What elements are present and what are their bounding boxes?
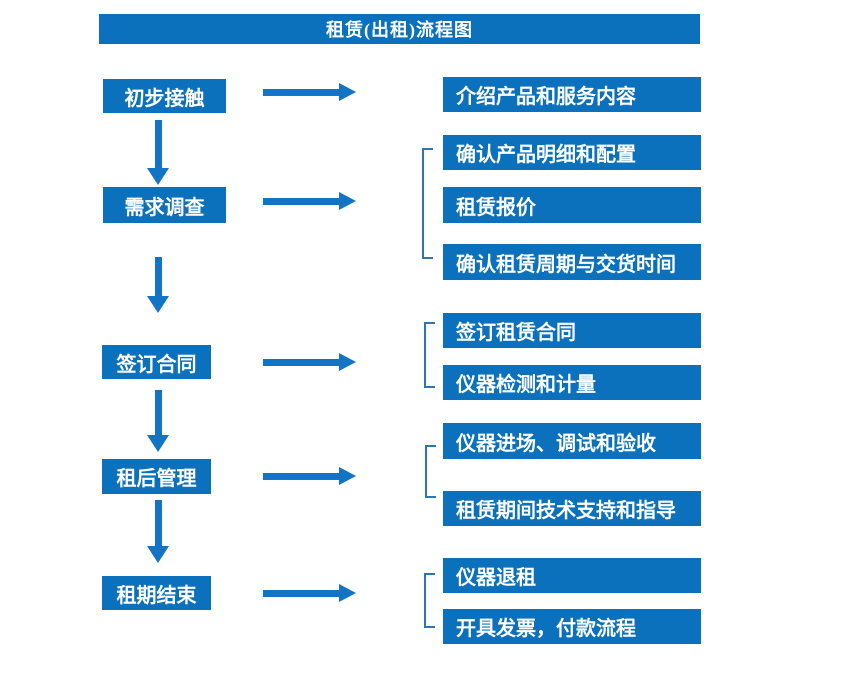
arrow-head [339, 467, 356, 485]
right-arrow-icon [263, 467, 356, 485]
bracket-connector [424, 573, 435, 628]
detail-box-rental-quotation: 租赁报价 [443, 187, 701, 223]
arrow-head [147, 168, 169, 185]
arrow-stem [263, 197, 339, 205]
arrow-head [147, 435, 169, 452]
arrow-stem [263, 358, 339, 366]
detail-box-confirm-product-details: 确认产品明细和配置 [443, 135, 701, 170]
step-box-rental-end: 租期结束 [102, 576, 211, 610]
right-arrow-icon [263, 83, 356, 101]
arrow-stem [263, 88, 339, 96]
detail-box-instrument-inspection: 仪器检测和计量 [443, 365, 701, 400]
detail-box-instrument-return: 仪器退租 [443, 558, 701, 593]
down-arrow-icon [147, 500, 169, 563]
arrow-stem [154, 120, 162, 168]
detail-box-sign-rental-contract: 签订租赁合同 [443, 313, 701, 348]
arrow-stem [154, 500, 162, 546]
bracket-connector [425, 445, 436, 498]
right-arrow-icon [263, 353, 356, 371]
down-arrow-icon [147, 120, 169, 185]
arrow-head [147, 546, 169, 563]
step-box-demand-survey: 需求调查 [103, 187, 226, 223]
arrow-stem [154, 390, 162, 435]
arrow-stem [154, 257, 162, 296]
arrow-head [339, 192, 356, 210]
arrow-stem [263, 589, 339, 597]
step-box-sign-contract: 签订合同 [102, 345, 211, 379]
down-arrow-icon [147, 257, 169, 313]
arrow-head [339, 584, 356, 602]
right-arrow-icon [263, 584, 356, 602]
detail-box-instrument-entry-acceptance: 仪器进场、调试和验收 [443, 423, 701, 459]
arrow-stem [263, 472, 339, 480]
arrow-head [339, 353, 356, 371]
down-arrow-icon [147, 390, 169, 452]
detail-box-confirm-rental-period: 确认租赁周期与交货时间 [443, 244, 701, 280]
arrow-head [339, 83, 356, 101]
bracket-connector [424, 322, 435, 388]
flowchart-title: 租赁(出租)流程图 [99, 14, 700, 44]
bracket-connector [422, 148, 433, 259]
step-box-post-rental-management: 租后管理 [102, 459, 211, 494]
arrow-head [147, 296, 169, 313]
detail-box-technical-support: 租赁期间技术支持和指导 [443, 491, 701, 526]
step-box-initial-contact: 初步接触 [103, 79, 226, 113]
detail-box-invoice-payment: 开具发票，付款流程 [443, 609, 701, 644]
right-arrow-icon [263, 192, 356, 210]
detail-box-introduce-products: 介绍产品和服务内容 [443, 77, 701, 112]
